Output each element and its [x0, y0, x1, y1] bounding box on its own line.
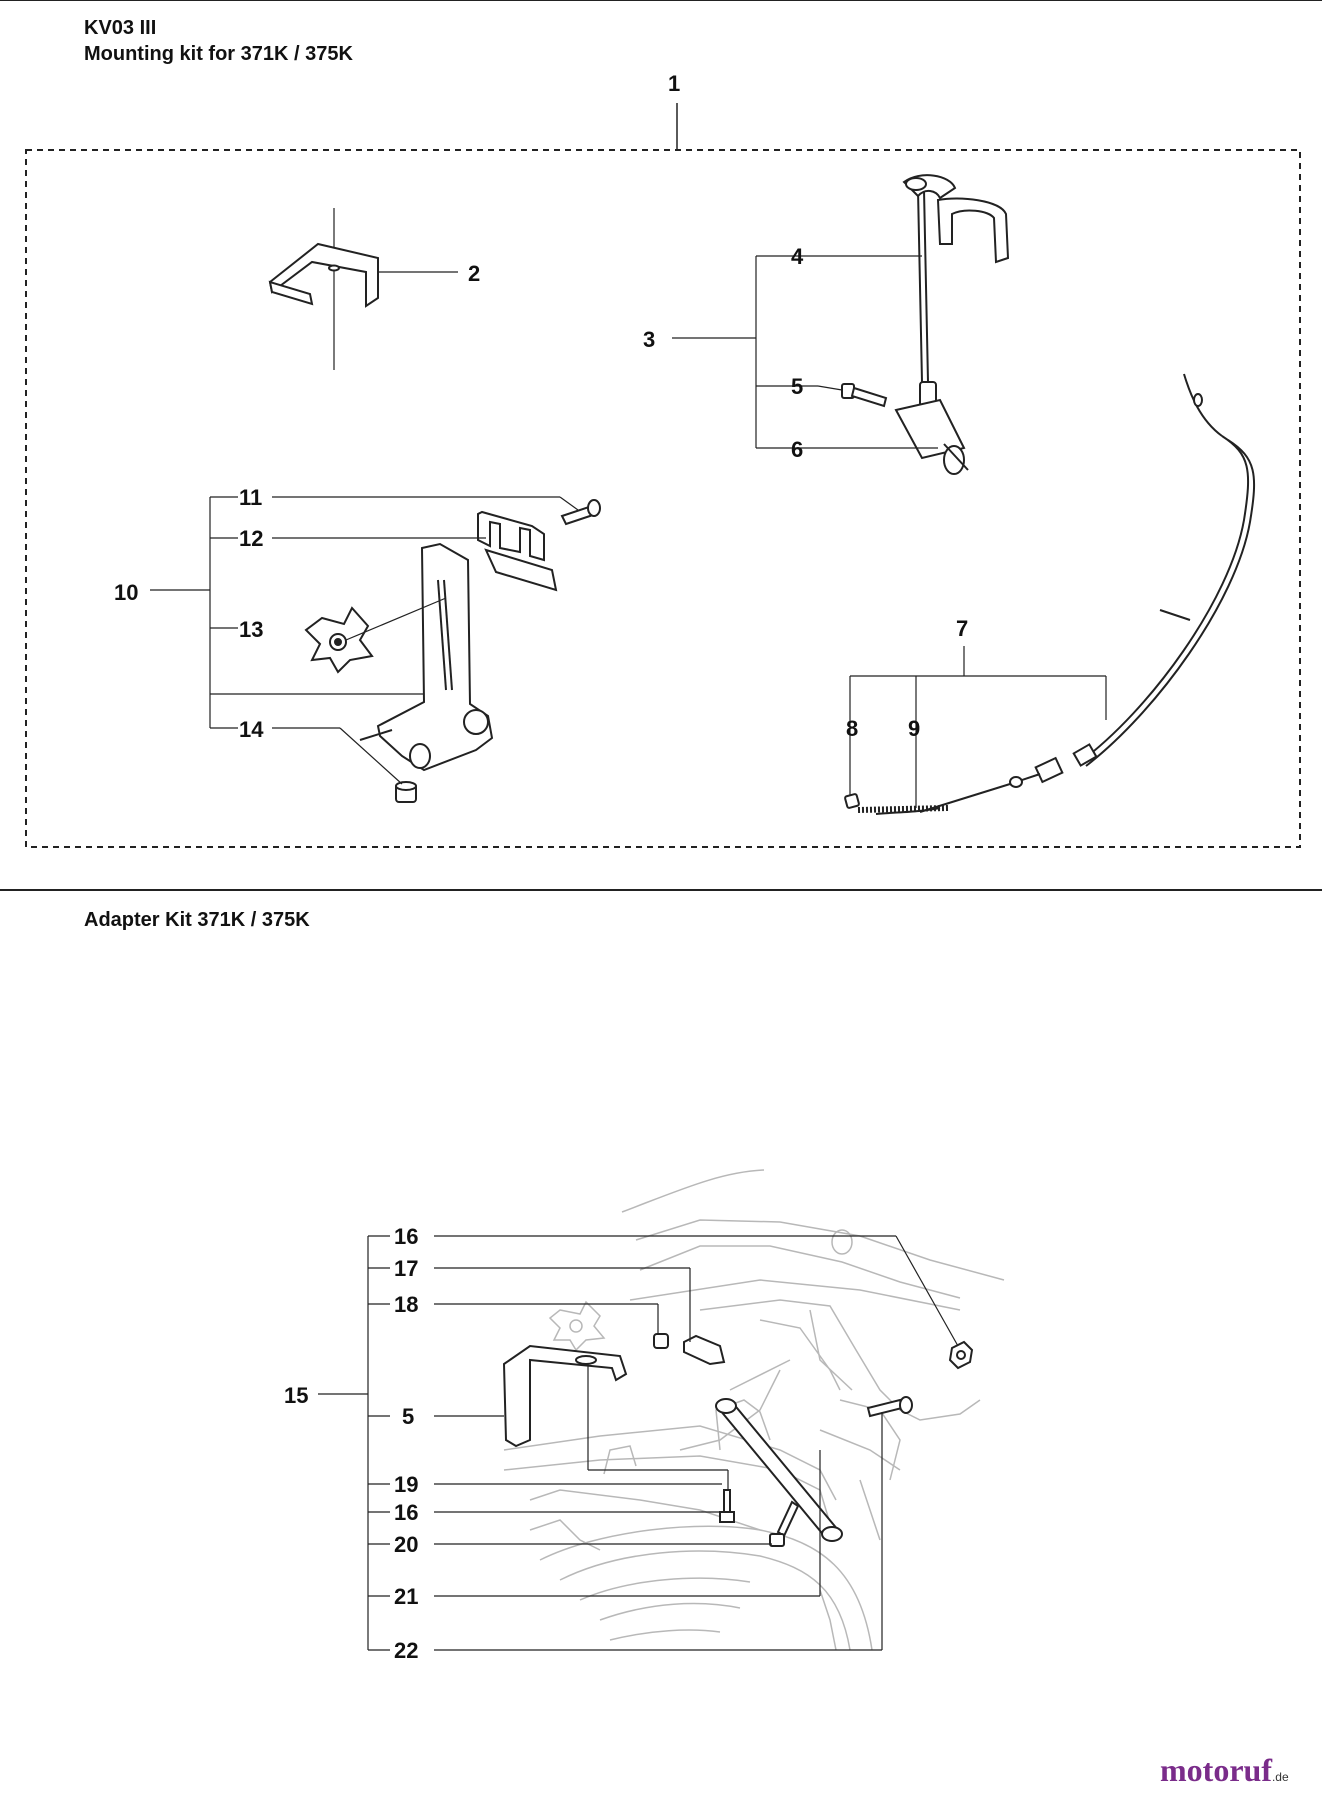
- part-17-plate: [683, 1334, 726, 1366]
- callout-5: 5: [791, 374, 803, 399]
- diagram-title: Mounting kit for 371K / 375K: [84, 43, 353, 65]
- callout-1: 1: [668, 71, 680, 96]
- callout-15: 15: [284, 1383, 308, 1408]
- part-6-clamp: [894, 381, 969, 475]
- part-12-plate: [477, 510, 558, 592]
- callout-6: 6: [791, 437, 803, 462]
- part-7-cable: [844, 373, 1256, 815]
- brand-name: motoruf: [1160, 1752, 1272, 1788]
- part-18-nut: [653, 1333, 669, 1349]
- callout-12: 12: [239, 526, 263, 551]
- callout-14: 14: [239, 717, 264, 742]
- callout-18: 18: [394, 1292, 418, 1317]
- part-13-knob: [304, 606, 374, 674]
- callout-22: 22: [394, 1638, 418, 1663]
- callout-9: 9: [908, 716, 920, 741]
- mounting-kit-diagram: 1 2 3 4 5 6: [25, 71, 1301, 848]
- callout-16a: 16: [394, 1224, 418, 1249]
- top-border: [0, 0, 1322, 1]
- callout-19: 19: [394, 1472, 418, 1497]
- part-21-pin: [715, 1398, 843, 1542]
- callout-21: 21: [394, 1584, 418, 1609]
- part-19-screw: [719, 1489, 735, 1523]
- section-divider: [0, 889, 1322, 891]
- section2-title: Adapter Kit 371K / 375K: [84, 909, 310, 931]
- brand-tld: .de: [1271, 1770, 1289, 1784]
- part-20-screw: [769, 1500, 800, 1547]
- part-2-bracket: [268, 208, 379, 370]
- diagram-code: KV03 III: [84, 17, 157, 39]
- callout-4: 4: [791, 244, 804, 269]
- part-22-bolt: [866, 1396, 913, 1418]
- machine-outline: [503, 1169, 1005, 1651]
- part-10-bracket: [359, 542, 494, 772]
- part-5-bracket: [502, 1344, 628, 1448]
- callout-5b: 5: [402, 1404, 414, 1429]
- brand-watermark: motoruf.de: [1160, 1752, 1289, 1789]
- adapter-kit-diagram: 15 16 17 18 5 19 16 20 21 22: [284, 1169, 1005, 1663]
- part-14-nut: [395, 781, 417, 803]
- callout-11: 11: [239, 485, 262, 510]
- callout-17: 17: [394, 1256, 418, 1281]
- part-4-rod: [902, 174, 1010, 383]
- callout-13: 13: [239, 617, 263, 642]
- callout-2: 2: [468, 261, 480, 286]
- part-knob-small: [548, 1300, 606, 1352]
- callout-3: 3: [643, 327, 655, 352]
- callout-8: 8: [846, 716, 858, 741]
- callout-20: 20: [394, 1532, 418, 1557]
- part-5-screw: [841, 383, 888, 408]
- kit-boundary: [25, 149, 1301, 848]
- part-11-screw: [560, 499, 601, 526]
- leaders: [318, 1235, 959, 1651]
- callout-10: 10: [114, 580, 138, 605]
- callout-16b: 16: [394, 1500, 418, 1525]
- part-16-nut-top: [948, 1340, 974, 1370]
- callout-7: 7: [956, 616, 968, 641]
